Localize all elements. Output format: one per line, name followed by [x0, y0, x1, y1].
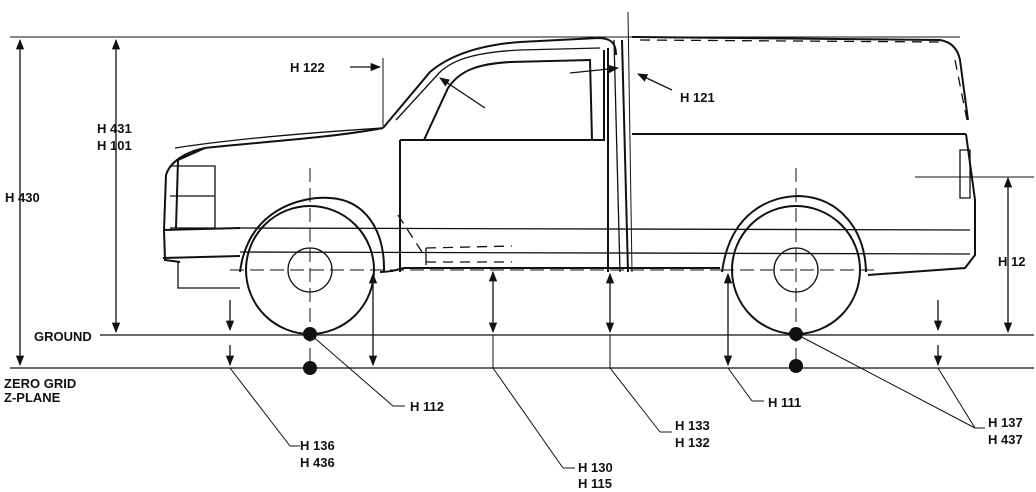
h121-extension-line [627, 11, 633, 273]
label-h133: H 133 [675, 418, 710, 433]
label-h121: H 121 [680, 90, 715, 105]
h121-arrow [637, 73, 673, 91]
rear-wheel [721, 194, 867, 335]
rear-zero-grid-dot [789, 359, 803, 373]
backlite-angle-arrow [569, 64, 620, 74]
label-h112: H 112 [410, 399, 444, 414]
h137-leader-zero [937, 367, 976, 429]
h137-leader-ground [795, 333, 976, 429]
front-wheel [239, 196, 386, 335]
label-h111: H 111 [768, 395, 801, 410]
h130-leader [492, 367, 564, 469]
label-h430: H 430 [5, 190, 40, 205]
h136-leader [229, 367, 291, 447]
label-h431: H 431 [97, 121, 132, 136]
h133-leader [609, 367, 661, 433]
label-h136: H 136 [300, 438, 335, 453]
windshield-angle-arrow [439, 77, 486, 109]
label-h137: H 137 [988, 415, 1023, 430]
label-h437: H 437 [988, 432, 1023, 447]
label-z-plane: Z-PLANE [4, 390, 61, 405]
label-h115: H 115 [578, 476, 612, 491]
label-zero-grid: ZERO GRID [4, 376, 76, 391]
label-h12: H 12 [998, 254, 1025, 269]
h112-leader [309, 333, 394, 407]
label-h122: H 122 [290, 60, 325, 75]
label-ground: GROUND [34, 329, 92, 344]
front-zero-grid-dot [303, 361, 317, 375]
h111-leader [727, 367, 753, 402]
label-h101: H 101 [97, 138, 132, 153]
label-h436: H 436 [300, 455, 335, 470]
truck-outline [162, 36, 976, 289]
label-h132: H 132 [675, 435, 710, 450]
label-h130: H 130 [578, 460, 613, 475]
